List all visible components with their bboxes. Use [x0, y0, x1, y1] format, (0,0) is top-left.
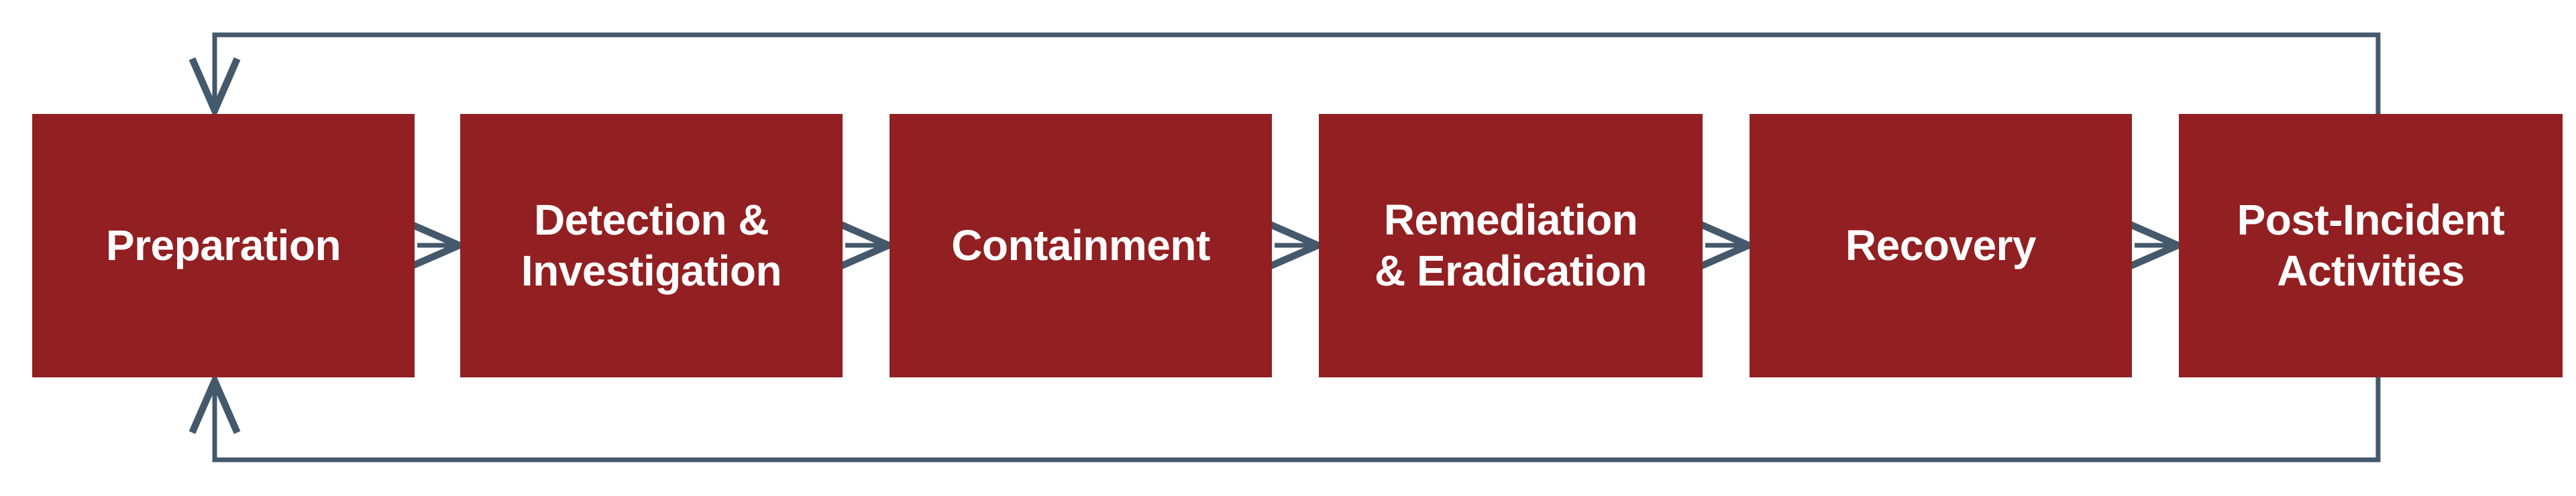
stage-box-recovery[interactable]: Recovery	[1750, 114, 2132, 377]
stage-label-containment: Containment	[951, 221, 1210, 269]
stage-box-detection-investigation[interactable]: Detection & Investigation	[460, 114, 843, 377]
feedback-loop-bottom	[189, 372, 2381, 462]
stage-label-remediation-eradication: Remediation & Eradication	[1374, 195, 1648, 295]
stage-box-preparation[interactable]: Preparation	[32, 114, 415, 377]
feedback-loop-top	[189, 32, 2381, 119]
stage-label-preparation: Preparation	[105, 221, 341, 269]
stage-label-post-incident: Post-Incident Activities	[2237, 195, 2505, 295]
stage-box-remediation-eradication[interactable]: Remediation & Eradication	[1319, 114, 1703, 377]
stage-box-containment[interactable]: Containment	[890, 114, 1272, 377]
stage-label-detection-investigation: Detection & Investigation	[521, 195, 782, 295]
stage-label-recovery: Recovery	[1845, 221, 2037, 269]
stage-box-post-incident[interactable]: Post-Incident Activities	[2179, 114, 2563, 377]
